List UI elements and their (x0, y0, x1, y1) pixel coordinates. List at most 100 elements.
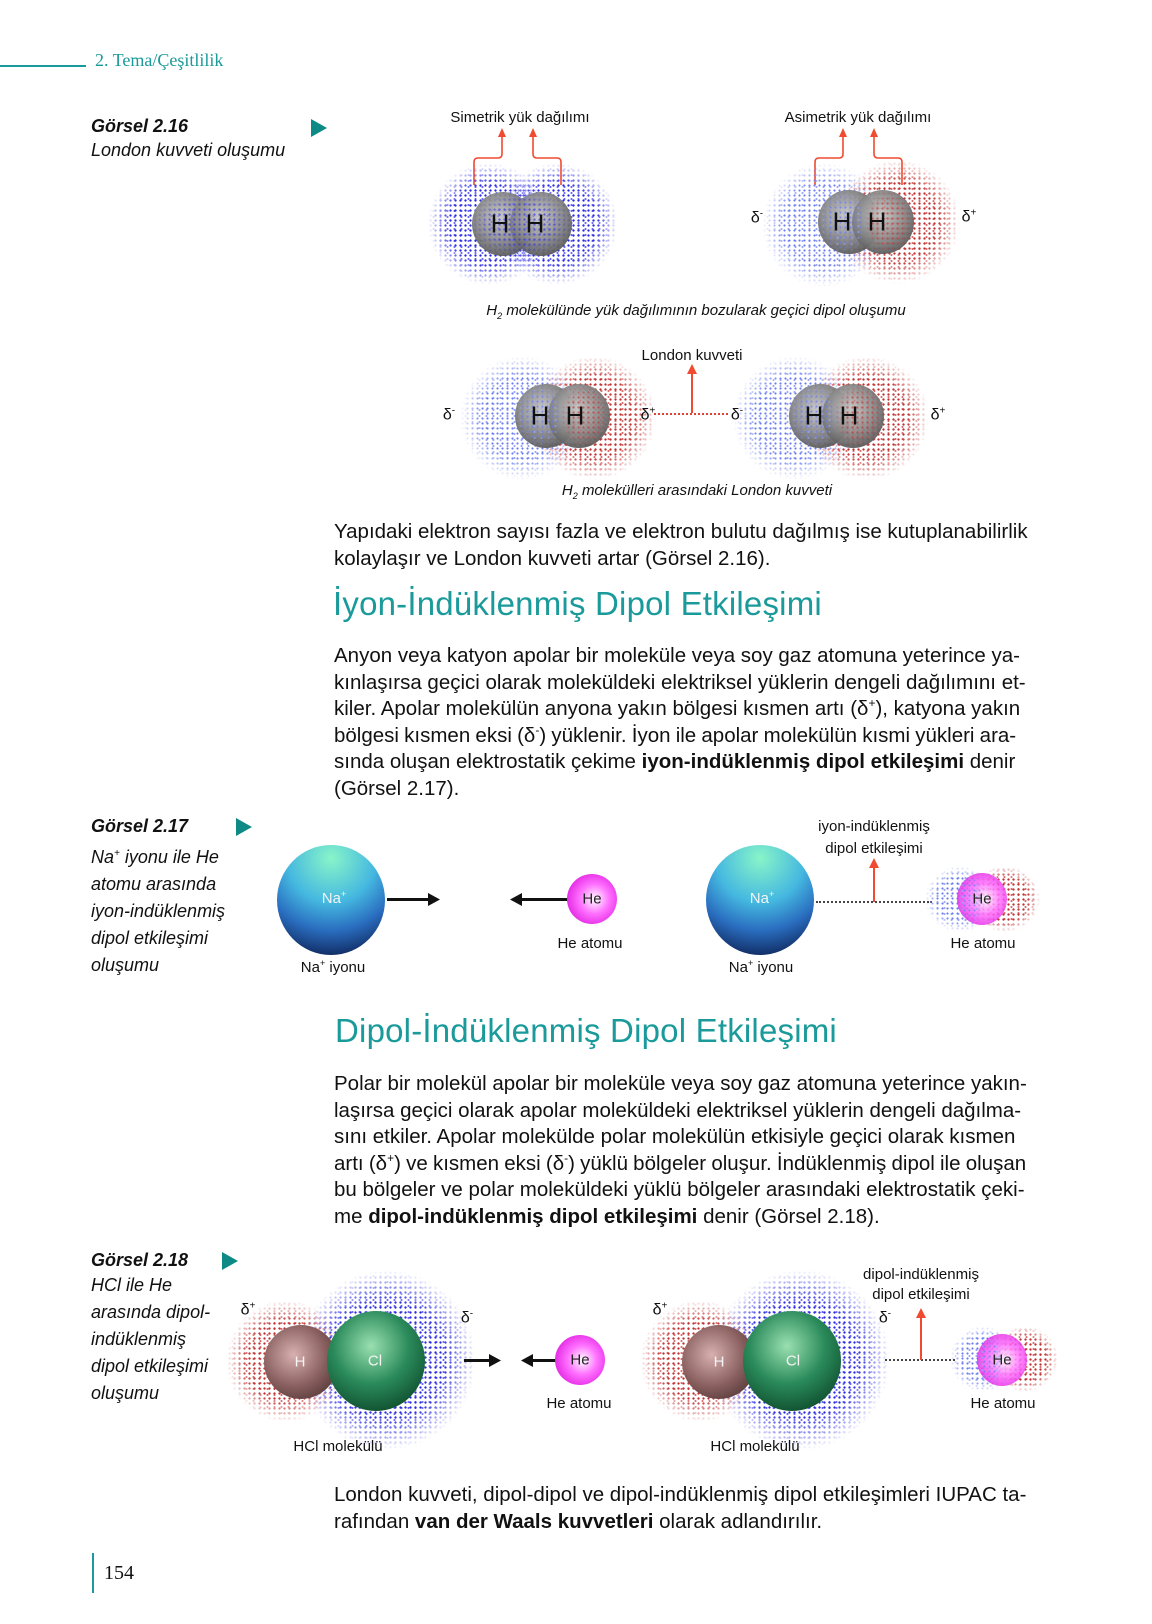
interaction-label: dipol-indüklenmiş (863, 1266, 979, 1283)
text-line: artı (δ+) ve kısmen eksi (δ-) yüklü bölg… (334, 1150, 1027, 1175)
arrow-head-icon (916, 1308, 926, 1318)
text-line: kolaylaşır ve London kuvveti artar (Görs… (334, 546, 771, 570)
atom-symbol: H (713, 1353, 725, 1371)
electron-cloud (834, 384, 884, 448)
atom-symbol: H (565, 400, 585, 431)
atom-symbol: Cl (785, 1352, 801, 1370)
london-force-label: London kuvveti (641, 347, 743, 364)
text-line: Polar bir molekül apolar bir moleküle ve… (334, 1072, 1027, 1095)
ion-symbol: Na+ (321, 889, 347, 907)
delta-plus-label: δ+ (640, 405, 656, 424)
interaction-line (885, 1359, 955, 1361)
delta-plus-label: δ+ (930, 405, 946, 424)
delta-minus-label: δ- (730, 405, 744, 424)
delta-minus-label: δ- (442, 405, 456, 424)
delta-minus-label: δ- (750, 208, 764, 227)
hydrogen-atom (264, 1325, 338, 1399)
he-atom-label: He atomu (950, 935, 1016, 952)
delta-plus-label: δ+ (961, 207, 977, 226)
delta-minus-label: δ- (878, 1308, 892, 1327)
electron-cloud (560, 384, 610, 448)
text-line: Yapıdaki elektron sayısı fazla ve elektr… (334, 520, 1028, 543)
interaction-label: dipol etkileşimi (872, 1286, 970, 1303)
london-force-line (654, 413, 728, 415)
figure-pointer-icon (311, 119, 327, 137)
section-heading: İyon-İndüklenmiş Dipol Etkileşimi (333, 585, 822, 622)
body-paragraph: Polar bir molekül apolar bir moleküle ve… (334, 1071, 1044, 1230)
atom-symbol: H (490, 208, 510, 239)
figure-subcaption: H2 molekülünde yük dağılımının bozularak… (486, 302, 906, 321)
interaction-line (816, 901, 932, 903)
text-line: rafından van der Waals kuvvetleri olarak… (334, 1509, 823, 1533)
text-line: kınlaşırsa geçici olarak moleküldeki ele… (334, 670, 1026, 694)
arrow-right-icon (428, 893, 440, 906)
page-number-rule (92, 1553, 94, 1593)
arrow-left-icon (510, 893, 522, 906)
body-paragraph: London kuvveti, dipol-dipol ve dipol-ind… (334, 1482, 1044, 1535)
atom-symbol: He (972, 890, 992, 908)
delta-plus-label: δ+ (652, 1300, 668, 1319)
interaction-label: iyon-indüklenmiş (818, 818, 930, 835)
atom-symbol: He (582, 890, 602, 908)
atom-symbol: Cl (367, 1352, 383, 1370)
hcl-molecule-label: HCl molekülü (293, 1438, 383, 1455)
he-atom-label: He atomu (557, 935, 623, 952)
attraction-arrow (387, 898, 433, 901)
figure-caption: London kuvveti oluşumu (91, 140, 286, 160)
text-line: sını etkiler. Apolar molekülde polar mol… (334, 1125, 1016, 1148)
arrow-head-icon (869, 858, 879, 868)
he-atom-label: He atomu (546, 1395, 612, 1412)
text-line: me dipol-indüklenmiş dipol etkileşimi de… (334, 1204, 880, 1228)
text-line: Anyon veya katyon apolar bir moleküle ve… (334, 644, 1020, 667)
atom-symbol: H (839, 400, 859, 431)
arrow-right-icon (489, 1354, 501, 1367)
body-paragraph: Anyon veya katyon apolar bir moleküle ve… (334, 643, 1044, 802)
electron-cloud (977, 1334, 1003, 1386)
atom-symbol: H (867, 206, 887, 237)
na-ion-label: Na+ iyonu (300, 958, 366, 976)
interaction-label: dipol etkileşimi (825, 840, 923, 857)
electron-cloud (472, 192, 572, 256)
atom-symbol: He (570, 1351, 590, 1369)
text-line: kiler. Apolar molekülün anyona yakın böl… (334, 696, 1021, 720)
text-line: sında oluşan elektrostatik çekime iyon-i… (334, 750, 1016, 773)
text-line: laşırsa geçici olarak apolar moleküldeki… (334, 1098, 1022, 1122)
electron-cloud (818, 190, 868, 254)
na-ion-label: Na+ iyonu (728, 958, 794, 976)
section-heading: Dipol-İndüklenmiş Dipol Etkileşimi (335, 1012, 837, 1049)
electron-cloud (515, 384, 565, 448)
attraction-arrow (464, 1359, 494, 1362)
electron-cloud (864, 190, 914, 254)
figure-title: Görsel 2.16 (91, 116, 189, 136)
text-line: London kuvveti, dipol-dipol ve dipol-ind… (334, 1483, 1027, 1506)
arrow-left-icon (521, 1354, 533, 1367)
atom-symbol: He (992, 1351, 1012, 1369)
atom-symbol: H (530, 400, 550, 431)
header-rule (0, 65, 86, 67)
atom-symbol: H (832, 206, 852, 237)
body-paragraph: Yapıdaki elektron sayısı fazla ve elektr… (334, 519, 1044, 572)
chlorine-atom (743, 1311, 841, 1411)
figure-pointer-icon (236, 818, 252, 836)
pointer-arrow (920, 1316, 922, 1360)
helium-atom (555, 1335, 605, 1385)
helium-atom (567, 874, 617, 924)
sodium-ion (277, 845, 385, 955)
page-number: 154 (104, 1562, 134, 1584)
pointer-arrow (873, 866, 875, 902)
symmetric-label: Simetrik yük dağılımı (450, 109, 590, 126)
atom-symbol: H (525, 208, 545, 239)
asymmetric-label: Asimetrik yük dağılımı (784, 109, 932, 126)
text-line: bu bölgeler ve polar moleküldeki yüklü b… (334, 1178, 1025, 1201)
hcl-molecule-label: HCl molekülü (710, 1438, 800, 1455)
chlorine-atom (327, 1311, 425, 1411)
electron-cloud (789, 384, 839, 448)
text-line: (Görsel 2.17). (334, 776, 460, 800)
ion-symbol: Na+ (749, 889, 775, 907)
pointer-arrow (691, 372, 693, 413)
figure-pointer-icon (222, 1252, 238, 1270)
electron-cloud (957, 873, 983, 925)
arrow-head-icon (687, 364, 697, 374)
text-line: bölgesi kısmen eksi (δ-) yüklenir. İyon … (334, 722, 1017, 747)
